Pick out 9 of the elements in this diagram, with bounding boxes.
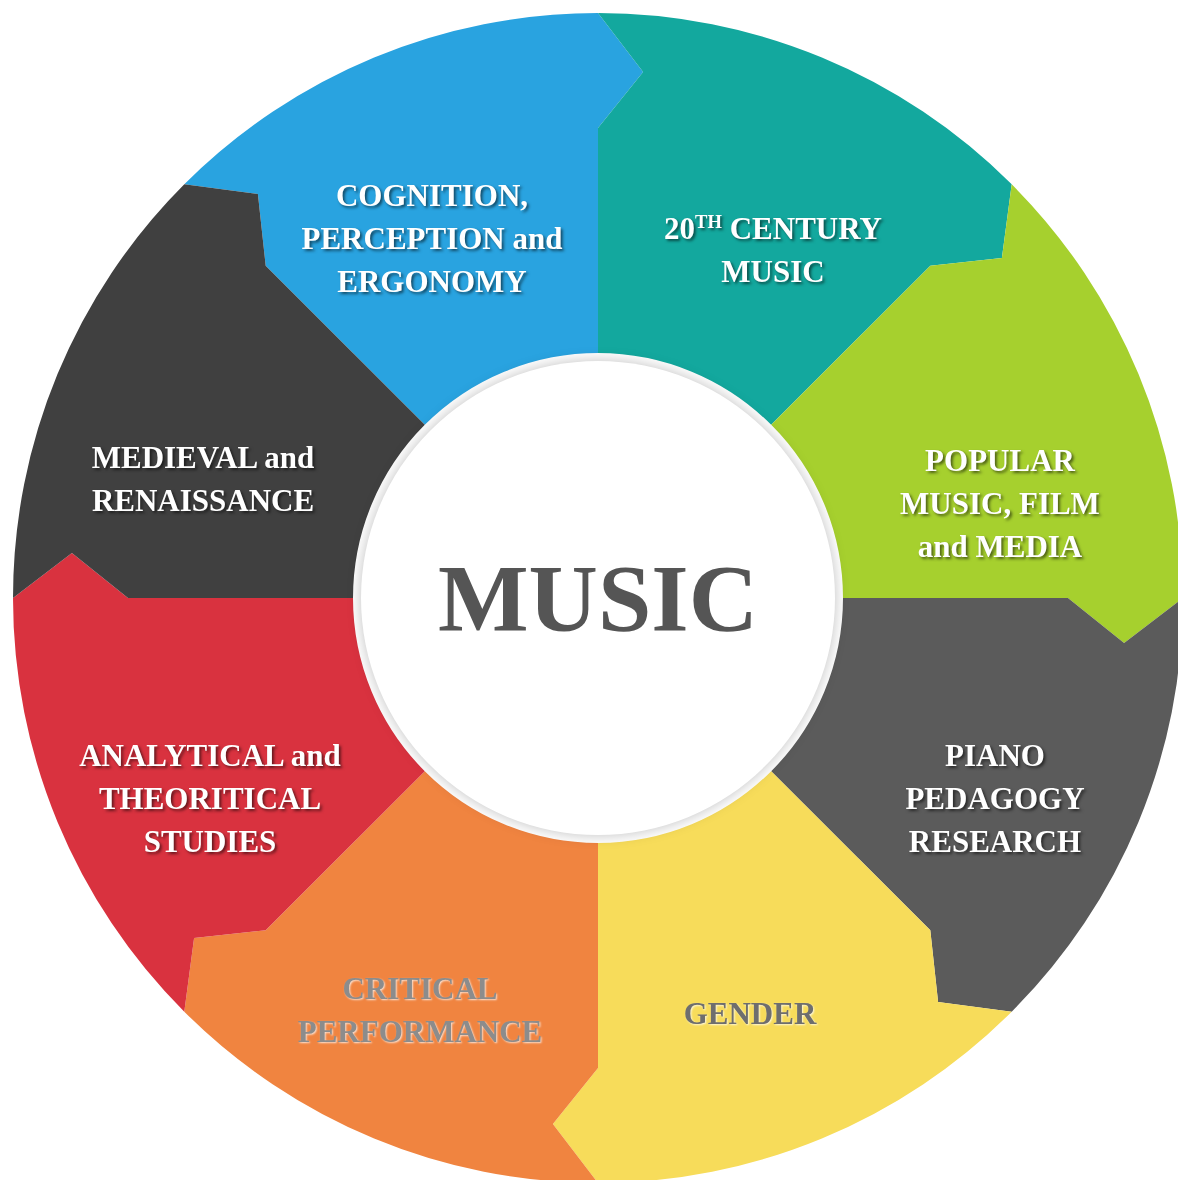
segment-label: POPULAR MUSIC, FILM and MEDIA bbox=[899, 442, 1101, 566]
segment-label: MEDIEVAL and RENAISSANCE bbox=[90, 439, 316, 520]
segment-label: PIANO PEDAGOGY RESEARCH bbox=[904, 737, 1086, 861]
segment-label: GENDER bbox=[682, 995, 818, 1033]
segment-label: CRITICAL PERFORMANCE bbox=[296, 970, 544, 1051]
segment-label: 20$^{TH}$ CENTURY MUSIC bbox=[663, 209, 883, 291]
segment-label: COGNITION, PERCEPTION and ERGONOMY bbox=[300, 177, 564, 301]
segment-label: ANALYTICAL and THEORITICAL STUDIES bbox=[78, 737, 342, 861]
center-title: MUSIC bbox=[437, 543, 759, 654]
